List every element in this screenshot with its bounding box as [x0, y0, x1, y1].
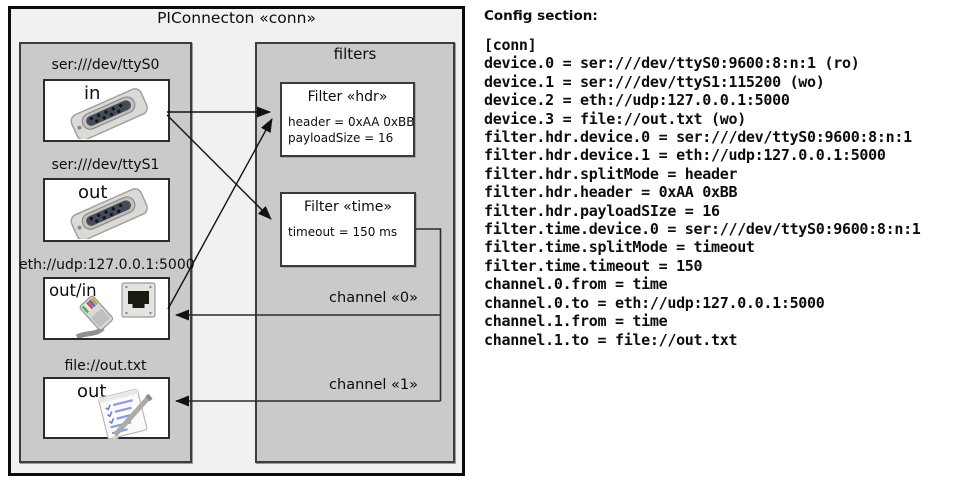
filter-property: header = 0xAA 0xBB [288, 115, 415, 129]
device-uri-label: file://out.txt [64, 358, 147, 374]
device-direction-label: in [84, 83, 101, 104]
notepad-icon [98, 388, 153, 439]
device-direction-label: out [78, 182, 108, 203]
device-direction-label: out [77, 381, 107, 402]
filter-hdr-box: Filter «hdr» header = 0xAA 0xBB payloadS… [280, 82, 415, 157]
filter-title: Filter «hdr» [307, 89, 388, 105]
serial-connector-icon [70, 88, 148, 139]
diagram-title: PIConnecton «conn» [157, 9, 316, 27]
device-uri-label: ser:///dev/ttyS0 [51, 57, 160, 73]
filters-panel-label: filters [333, 45, 377, 63]
ethernet-icon [75, 282, 156, 338]
filter-property: payloadSize = 16 [288, 131, 394, 145]
device-direction-label: out/in [49, 281, 97, 300]
filter-time-box: Filter «time» timeout = 150 ms [280, 192, 416, 267]
device-uri-label: eth://udp:127.0.0.1:5000 [19, 257, 195, 273]
device-box-ttys0: in [43, 79, 170, 142]
device-box-eth: out/in [43, 277, 170, 340]
serial-connector-icon [70, 188, 148, 239]
device-uri-label: ser:///dev/ttyS1 [51, 157, 160, 173]
channel-1-label: channel «1» [329, 377, 418, 393]
config-section-body: [conn] device.0 = ser:///dev/ttyS0:9600:… [484, 36, 921, 349]
device-box-file: out [43, 377, 170, 439]
device-box-ttys1: out [43, 178, 170, 242]
filter-property: timeout = 150 ms [288, 225, 398, 239]
channel-0-label: channel «0» [329, 290, 418, 306]
config-section-heading: Config section: [484, 8, 598, 24]
filter-title: Filter «time» [304, 199, 392, 215]
